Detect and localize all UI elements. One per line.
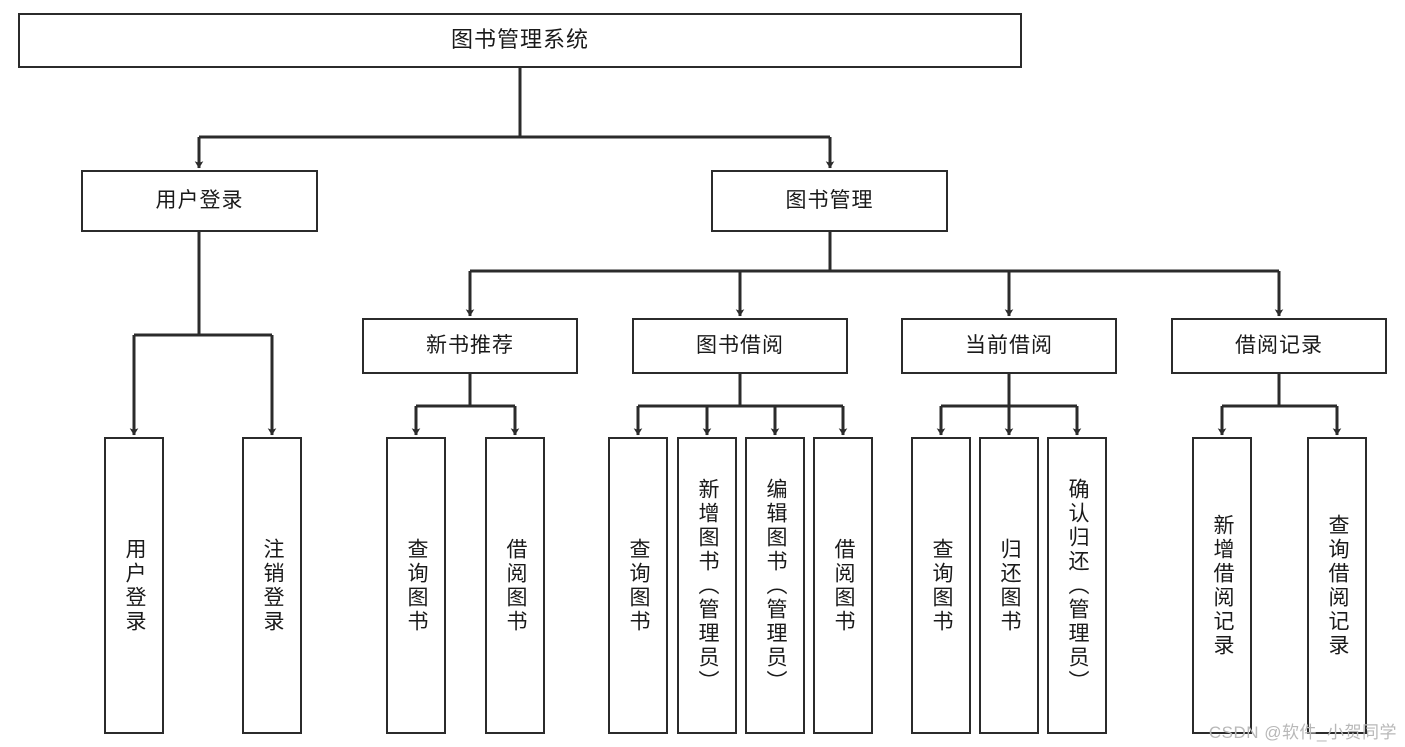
node-book-manage[interactable]: 图书管理	[711, 170, 948, 232]
node-root[interactable]: 图书管理系统	[18, 13, 1022, 68]
node-book-borrow[interactable]: 图书借阅	[632, 318, 848, 374]
node-leaf-query-book-1-label: 查询图书	[405, 537, 429, 634]
node-leaf-user-login-label: 用户登录	[123, 537, 147, 634]
node-leaf-logout[interactable]: 注销登录	[242, 437, 302, 734]
node-leaf-query-book-2-label: 查询图书	[627, 537, 651, 634]
node-leaf-logout-label: 注销登录	[261, 537, 285, 634]
node-leaf-query-book-2[interactable]: 查询图书	[608, 437, 668, 734]
node-leaf-add-record-label: 新增借阅记录	[1211, 513, 1235, 658]
node-leaf-return-book[interactable]: 归还图书	[979, 437, 1039, 734]
node-leaf-query-record[interactable]: 查询借阅记录	[1307, 437, 1367, 734]
node-new-book-recommend[interactable]: 新书推荐	[362, 318, 578, 374]
node-leaf-borrow-book-1-label: 借阅图书	[504, 537, 528, 634]
node-leaf-edit-book[interactable]: 编辑图书（管理员）	[745, 437, 805, 734]
node-leaf-confirm-return[interactable]: 确认归还（管理员）	[1047, 437, 1107, 734]
node-current-borrow-label: 当前借阅	[965, 334, 1053, 358]
node-user-login[interactable]: 用户登录	[81, 170, 318, 232]
watermark: CSDN @软件_小贺同学	[1208, 723, 1397, 742]
node-leaf-query-book-3[interactable]: 查询图书	[911, 437, 971, 734]
node-root-label: 图书管理系统	[450, 27, 589, 53]
node-leaf-query-book-1[interactable]: 查询图书	[386, 437, 446, 734]
node-leaf-borrow-book-1[interactable]: 借阅图书	[485, 437, 545, 734]
node-borrow-record-label: 借阅记录	[1235, 334, 1323, 358]
node-book-manage-label: 图书管理	[785, 189, 874, 213]
node-leaf-add-book-label: 新增图书（管理员）	[696, 477, 720, 694]
node-user-login-label: 用户登录	[155, 189, 244, 213]
node-book-borrow-label: 图书借阅	[696, 334, 784, 358]
node-leaf-add-book[interactable]: 新增图书（管理员）	[677, 437, 737, 734]
node-leaf-query-book-3-label: 查询图书	[930, 537, 954, 634]
node-leaf-add-record[interactable]: 新增借阅记录	[1192, 437, 1252, 734]
node-current-borrow[interactable]: 当前借阅	[901, 318, 1117, 374]
node-leaf-return-book-label: 归还图书	[998, 537, 1022, 634]
node-leaf-query-record-label: 查询借阅记录	[1326, 513, 1350, 658]
node-leaf-edit-book-label: 编辑图书（管理员）	[764, 477, 788, 694]
node-borrow-record[interactable]: 借阅记录	[1171, 318, 1387, 374]
node-leaf-borrow-book-2[interactable]: 借阅图书	[813, 437, 873, 734]
node-new-book-recommend-label: 新书推荐	[426, 334, 514, 358]
node-leaf-borrow-book-2-label: 借阅图书	[832, 537, 856, 634]
node-leaf-user-login[interactable]: 用户登录	[104, 437, 164, 734]
node-leaf-confirm-return-label: 确认归还（管理员）	[1066, 477, 1090, 694]
